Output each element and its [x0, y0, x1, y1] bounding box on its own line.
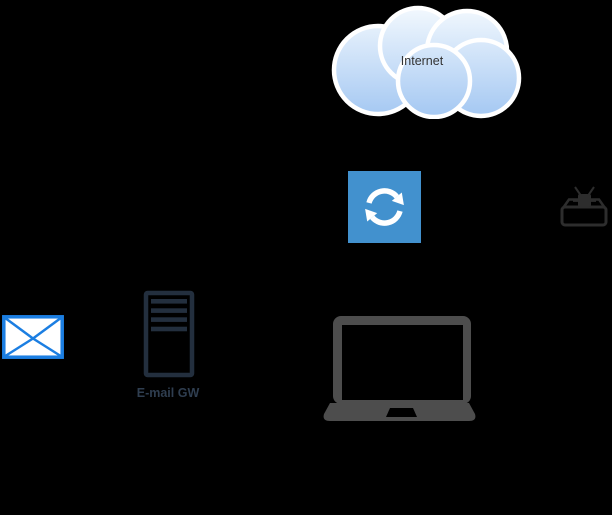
- wireless-router-node[interactable]: [556, 183, 612, 231]
- server-tower-icon: [143, 290, 195, 378]
- laptop-node[interactable]: [320, 314, 480, 424]
- envelope-icon: [2, 315, 64, 359]
- internet-cloud-node[interactable]: [330, 4, 522, 119]
- email-node[interactable]: [2, 315, 64, 359]
- cloud-icon: [331, 5, 522, 119]
- sync-arrows-icon: [365, 188, 404, 226]
- email-gateway-node[interactable]: [143, 290, 195, 378]
- email-gateway-label: E-mail GW: [136, 386, 200, 400]
- laptop-icon: [323, 316, 476, 421]
- sync-gateway-node[interactable]: [348, 171, 421, 243]
- wireless-router-icon: [560, 186, 608, 227]
- internet-cloud-label: Internet: [400, 54, 444, 68]
